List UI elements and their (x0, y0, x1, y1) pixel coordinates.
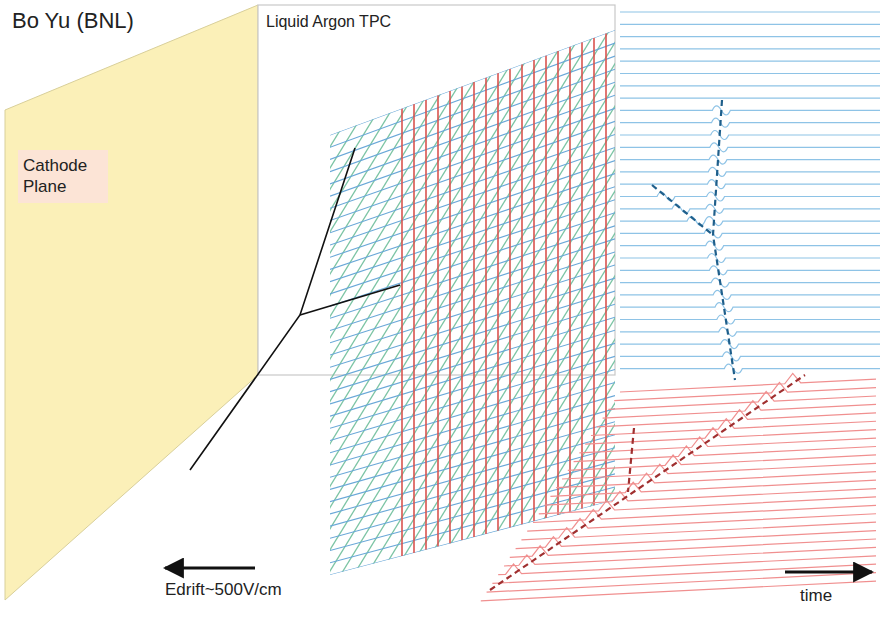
author-title: Bo Yu (BNL) (12, 8, 134, 34)
drift-arrow (165, 567, 255, 570)
node-text: Liquid Argon TPC (266, 12, 394, 32)
cathode-plane (5, 5, 258, 600)
cathode-label-box: Cathode Plane (18, 150, 108, 203)
node-text: Cathode Plane (23, 155, 101, 198)
drift-field-label: Edrift~500V/cm (165, 580, 282, 600)
waveform-tracks (490, 100, 805, 590)
time-axis-label: time (800, 586, 832, 606)
tpc-box: Liquid Argon TPC (262, 8, 398, 36)
time-arrow (785, 571, 872, 574)
particle-track (190, 148, 400, 470)
collection-waveforms (481, 373, 876, 600)
induction-waveforms (620, 12, 880, 373)
